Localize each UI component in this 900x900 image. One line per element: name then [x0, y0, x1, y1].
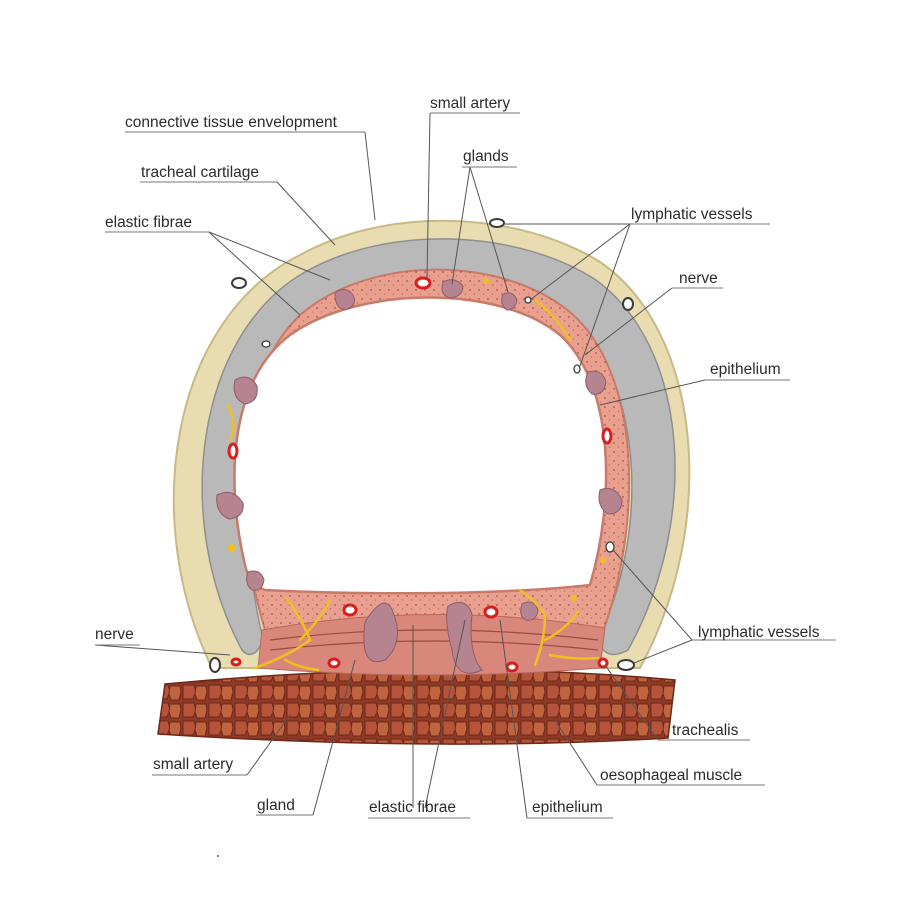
leader-elastic-fibrae-top-a [208, 231, 331, 281]
lymph-shape [617, 659, 635, 671]
trachealis-band [257, 613, 606, 676]
label-glands: glands [463, 148, 509, 165]
leader-gland [312, 659, 356, 816]
artery-shape [414, 276, 432, 290]
nerve-branch [518, 588, 547, 667]
lymph-shape [231, 277, 247, 289]
gland-shape [598, 487, 623, 515]
label-elastic-fibrae-bottom: elastic fibrae [369, 799, 456, 816]
label-lymphatic-vessels-bottom: lymphatic vessels [698, 624, 820, 641]
nerve-branch [543, 610, 580, 642]
leader-connective-tissue [364, 131, 376, 221]
leader-glands-a [451, 166, 471, 285]
leader-trachealis [604, 664, 659, 741]
leader-small-artery-top [426, 112, 431, 279]
lymph-shape [261, 340, 271, 348]
label-epithelium-bottom: epithelium [532, 799, 603, 816]
gland-shape [585, 370, 607, 395]
lymph-shape [524, 296, 532, 304]
gland-shape [501, 292, 518, 311]
leader-epithelium-right [599, 379, 706, 406]
gland-shape [446, 601, 483, 674]
lymphatic-vessels [209, 218, 635, 673]
label-small-artery-top: small artery [430, 95, 510, 112]
stray-dot [217, 855, 219, 857]
leader-lymphatic-bottom-a [612, 549, 693, 641]
nerve-dot [483, 278, 489, 284]
nerve-dot [571, 595, 577, 601]
leader-elastic-fibrae-top-b [208, 231, 301, 316]
label-underlines [95, 112, 836, 819]
lymph-shape [573, 364, 581, 374]
arteries [227, 276, 613, 673]
lymph-shape [489, 218, 505, 228]
gland-shape [216, 491, 244, 520]
nerves [226, 298, 600, 672]
artery-shape [227, 442, 239, 460]
gland-shape [520, 601, 539, 621]
leader-lymphatic-bottom-b [633, 639, 693, 664]
label-elastic-fibrae-top: elastic fibrae [105, 214, 192, 231]
leader-oesophageal-muscle [554, 719, 598, 786]
leader-small-artery-bottom [246, 714, 291, 776]
gland-shape [334, 289, 355, 310]
nerve-branch [283, 658, 320, 672]
nerve-dot [600, 557, 606, 563]
nerve-branch [226, 403, 235, 442]
labels: connective tissue envelopment small arte… [95, 95, 820, 816]
nerve-branch [253, 596, 312, 670]
label-gland: gland [257, 797, 295, 814]
label-nerve-left: nerve [95, 626, 134, 643]
oesophageal-muscle [157, 669, 676, 745]
leader-nerve-left [94, 644, 231, 656]
label-nerve-right: nerve [679, 270, 718, 287]
lumen [233, 296, 608, 595]
glands [216, 279, 623, 674]
gland-shape [233, 376, 258, 405]
artery-shape [483, 605, 499, 619]
artery-shape [601, 427, 613, 445]
anatomy [157, 218, 691, 745]
label-lymphatic-vessels-top: lymphatic vessels [631, 206, 753, 223]
nerve-branch [533, 298, 572, 342]
leader-lymphatic-top-c [579, 223, 631, 367]
leader-glands-b [469, 166, 509, 293]
label-epithelium-right: epithelium [710, 361, 781, 378]
gland-shape [246, 570, 265, 591]
label-small-artery-bottom: small artery [153, 756, 233, 773]
leader-elastic-fibrae-bottom-b [424, 619, 466, 809]
label-oesophageal-muscle: oesophageal muscle [600, 767, 742, 784]
nerve-branch [298, 598, 332, 642]
label-tracheal-cartilage: tracheal cartilage [141, 164, 259, 181]
lymph-shape [622, 297, 634, 311]
artery-shape [505, 661, 519, 673]
artery-shape [327, 657, 341, 669]
lymph-shape [605, 541, 615, 553]
gland-shape [363, 602, 398, 663]
lymph-shape [209, 657, 221, 673]
label-trachealis: trachealis [672, 722, 739, 739]
nerve-branch [548, 653, 600, 660]
leader-nerve-right [584, 287, 673, 356]
artery-shape [342, 603, 358, 617]
gland-shape [441, 279, 464, 299]
label-connective-tissue-envelopment: connective tissue envelopment [125, 114, 338, 131]
leader-epithelium-bottom [499, 619, 528, 819]
leader-lines [94, 112, 706, 819]
leader-lymphatic-top-b [529, 223, 631, 301]
nerve-dot [228, 544, 236, 552]
artery-shape [230, 657, 242, 667]
leader-tracheal-cartilage [276, 181, 336, 246]
